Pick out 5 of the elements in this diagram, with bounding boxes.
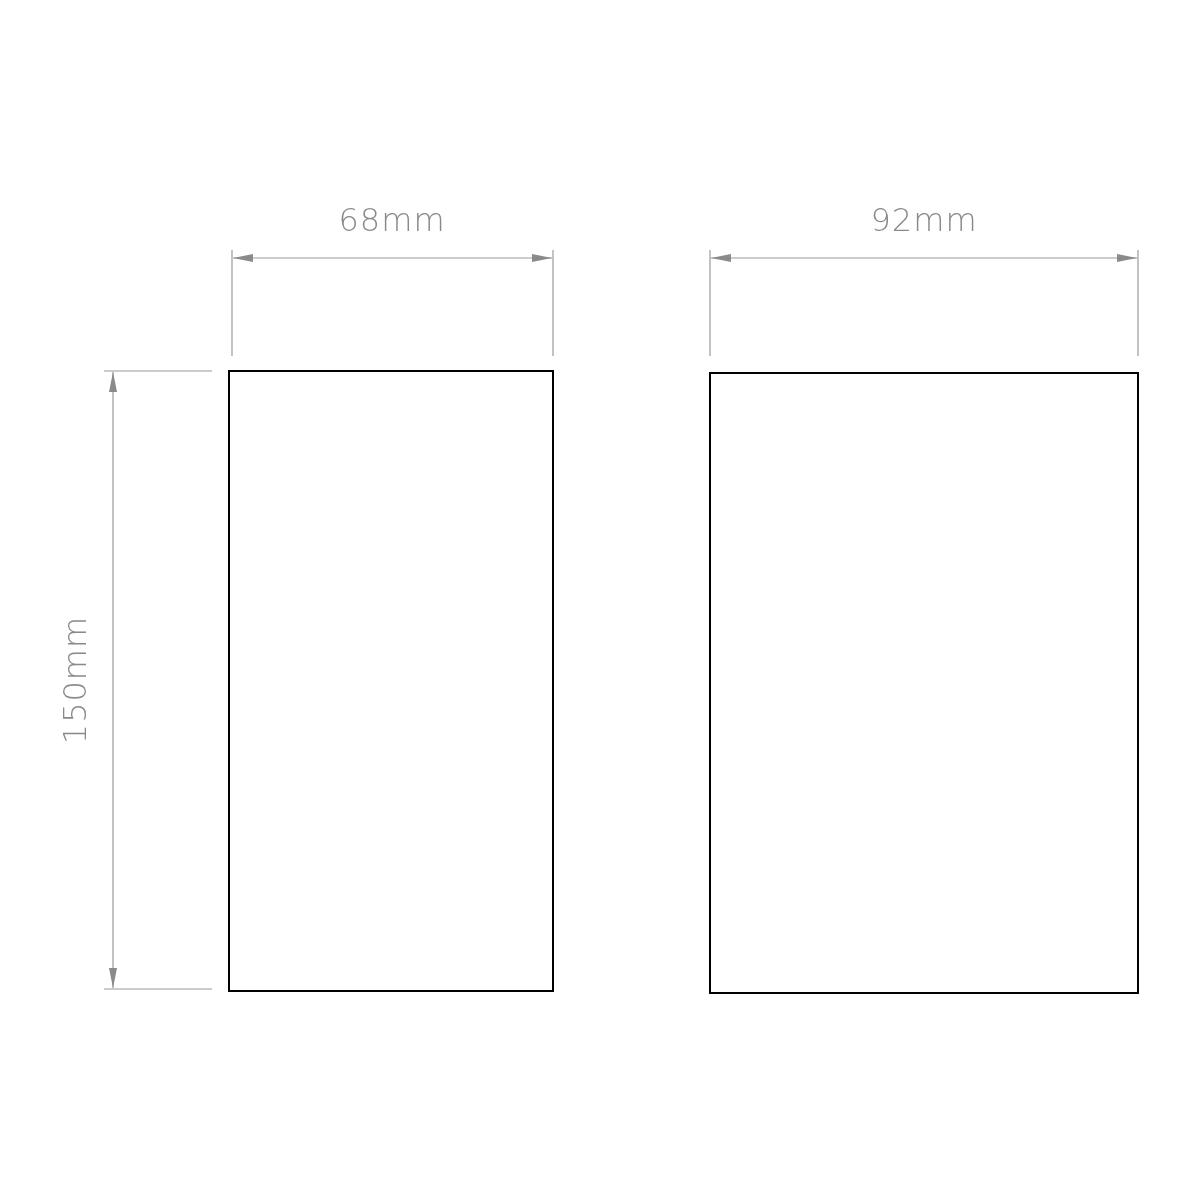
dimension-label: 68mm — [338, 204, 446, 236]
product-outline — [709, 372, 1139, 994]
product-outline — [228, 370, 554, 992]
dimension-label: 92mm — [870, 204, 978, 236]
dimension-label: 150mm — [59, 615, 92, 745]
